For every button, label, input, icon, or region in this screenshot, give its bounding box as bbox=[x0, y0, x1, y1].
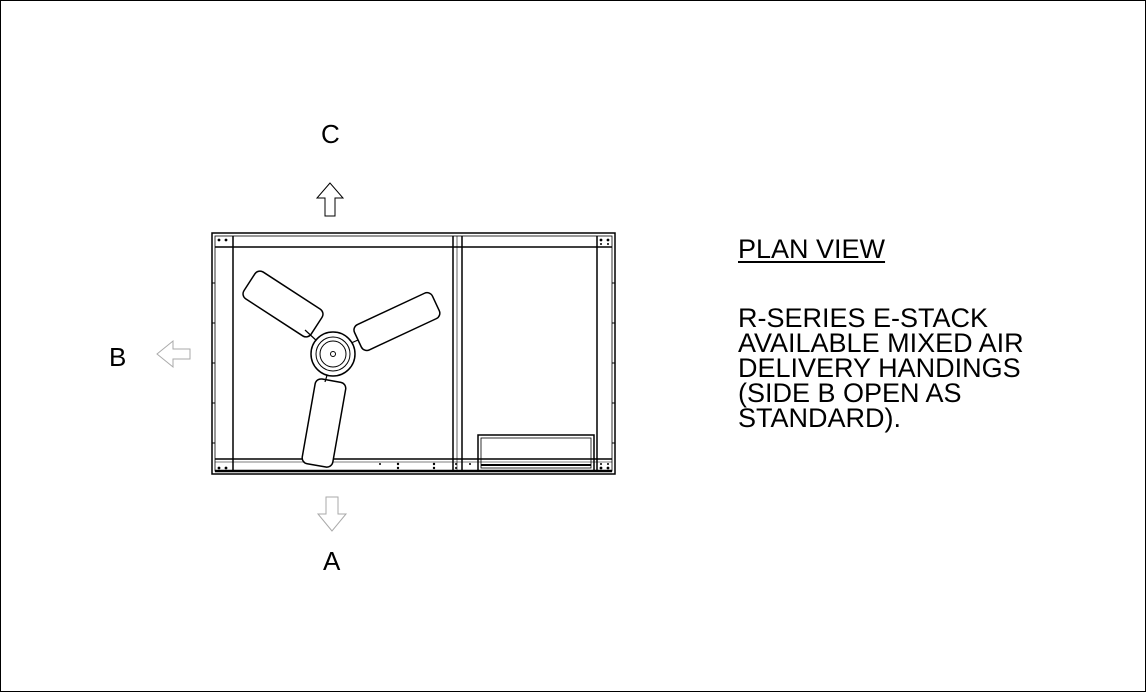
side-ticks bbox=[212, 282, 615, 444]
description-line: AVAILABLE MIXED AIR bbox=[738, 328, 1024, 358]
arrow-down-icon bbox=[316, 496, 348, 532]
plan-view-title: PLAN VIEW bbox=[738, 234, 886, 264]
label-a: A bbox=[323, 546, 341, 576]
arrow-left-icon bbox=[156, 339, 191, 369]
label-c: C bbox=[321, 119, 340, 149]
description-line: DELIVERY HANDINGS bbox=[738, 353, 1021, 383]
description-line: (SIDE B OPEN AS bbox=[738, 378, 962, 408]
fastener-dots bbox=[217, 238, 610, 470]
arrow-up-icon bbox=[315, 182, 345, 217]
fan bbox=[242, 270, 441, 468]
description-line: STANDARD). bbox=[738, 403, 902, 433]
description: R-SERIES E-STACK AVAILABLE MIXED AIR DEL… bbox=[738, 303, 1138, 433]
description-line: R-SERIES E-STACK bbox=[738, 303, 989, 333]
label-b: B bbox=[109, 342, 127, 372]
coil-tray bbox=[477, 434, 595, 472]
